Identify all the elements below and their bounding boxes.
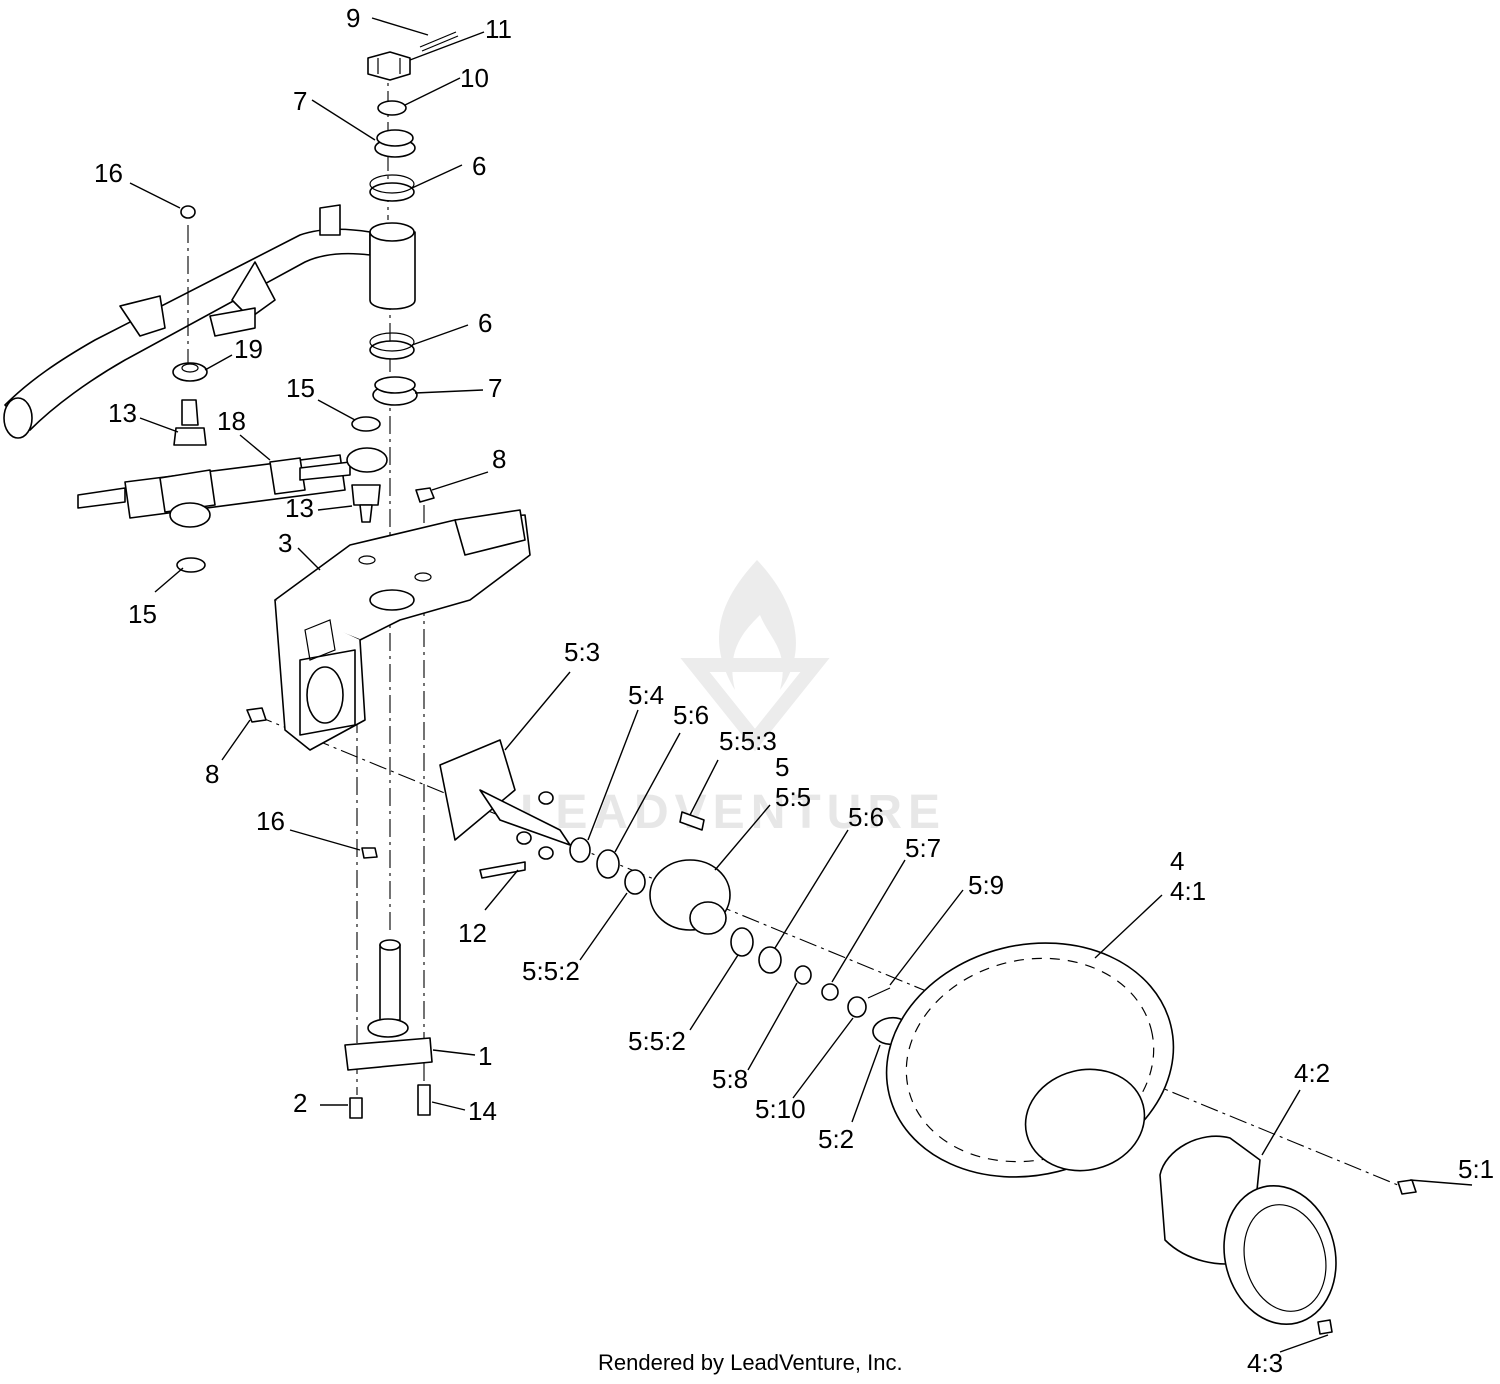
spindle-plate [439, 739, 571, 879]
callout-2: 2 [293, 1088, 307, 1118]
callout-5-7: 5:7 [905, 833, 941, 863]
valve-stem [1317, 1319, 1333, 1335]
flame-logo-icon [680, 560, 830, 752]
callout-5: 5 [775, 752, 789, 782]
callout-1: 1 [478, 1041, 492, 1071]
washer-5-8 [794, 965, 812, 985]
callout-5-6-a: 5:6 [673, 700, 709, 730]
callout-9: 9 [346, 3, 360, 33]
bushing-19 [172, 362, 208, 382]
race-5-5-2-outer [730, 927, 754, 957]
wheel-stud [679, 811, 705, 831]
callout-8-top: 8 [492, 444, 506, 474]
cotter-pin-5-9 [867, 987, 891, 999]
callout-5-2: 5:2 [818, 1124, 854, 1154]
bolt-14 [417, 1084, 431, 1116]
callout-5-4: 5:4 [628, 680, 664, 710]
ball-joint-left [173, 399, 207, 446]
callout-15-top: 15 [286, 373, 315, 403]
bolt-2 [349, 1097, 363, 1119]
watermark-text: LEADVENTURE [520, 786, 946, 839]
steering-tube [369, 222, 416, 310]
callout-14: 14 [468, 1096, 497, 1126]
snap-ring-bottom [176, 557, 206, 573]
callout-8-left: 8 [205, 759, 219, 789]
callout-4-2: 4:2 [1294, 1058, 1330, 1088]
race-5-5-2-inner [624, 869, 646, 895]
callout-5-5-3: 5:5:3 [719, 726, 777, 756]
callout-5-6-b: 5:6 [848, 802, 884, 832]
callout-5-5: 5:5 [775, 782, 811, 812]
callout-6-mid: 6 [478, 308, 492, 338]
washer-top [377, 100, 407, 116]
footer-credit: Rendered by LeadVenture, Inc. [598, 1350, 903, 1375]
callout-5-3: 5:3 [564, 637, 600, 667]
bearing-5-6-inner [596, 849, 620, 879]
callout-19: 19 [234, 334, 263, 364]
callout-5-10: 5:10 [755, 1094, 806, 1124]
callout-7-top: 7 [293, 86, 307, 116]
callout-16-mid: 16 [256, 806, 285, 836]
wheel-rim [1159, 1135, 1337, 1326]
cotter-pin-top [419, 31, 459, 52]
bearing-mid [372, 376, 418, 406]
callout-5-9: 5:9 [968, 870, 1004, 900]
callout-16-top: 16 [94, 158, 123, 188]
castle-nut-5-10 [847, 996, 867, 1018]
leader-lines [129, 17, 1473, 1353]
race-mid [369, 332, 415, 360]
ball-joint-mid [351, 484, 381, 523]
seal-5-4 [569, 837, 591, 863]
nut-5-7 [821, 983, 839, 1001]
callout-4-3: 4:3 [1247, 1348, 1283, 1378]
snap-ring-top [351, 416, 381, 432]
castle-nut [367, 51, 411, 81]
callout-5-1: 5:1 [1458, 1154, 1494, 1184]
bearing-top [374, 129, 416, 158]
tie-rod-cylinder [77, 447, 388, 528]
bearing-5-6-outer [758, 946, 782, 974]
callout-5-5-2-a: 5:5:2 [522, 956, 580, 986]
callout-3: 3 [278, 528, 292, 558]
callout-7-mid: 7 [488, 373, 502, 403]
callout-5-8: 5:8 [712, 1064, 748, 1094]
callout-13-mid: 13 [285, 493, 314, 523]
race-top [369, 174, 415, 202]
watermark: LEADVENTURE [520, 560, 946, 839]
callout-10: 10 [460, 63, 489, 93]
wheel-hub [649, 859, 731, 935]
wheel-axis-line [254, 714, 1411, 1191]
callout-4: 4 [1170, 846, 1184, 876]
callout-12: 12 [458, 918, 487, 948]
callout-11: 11 [485, 14, 512, 44]
callout-18: 18 [217, 406, 246, 436]
callout-6-top: 6 [472, 151, 486, 181]
caster-bracket [274, 509, 531, 751]
callout-13-left: 13 [108, 398, 137, 428]
tire [885, 942, 1175, 1178]
callout-15-bottom: 15 [128, 599, 157, 629]
nut-16-mid [361, 847, 378, 859]
caster-spindle [344, 939, 433, 1071]
lug-nut [1397, 1179, 1417, 1195]
small-nuts [516, 791, 554, 860]
nut-8-left [246, 707, 267, 723]
nut-8-top [415, 487, 435, 503]
callout-labels: 9 11 10 7 6 16 6 19 15 7 13 18 8 13 3 15… [94, 3, 1494, 1378]
grease-fitting-top [180, 205, 196, 219]
callout-5-5-2-b: 5:5:2 [628, 1026, 686, 1056]
callout-4-1: 4:1 [1170, 876, 1206, 906]
frame-tube [3, 204, 371, 439]
